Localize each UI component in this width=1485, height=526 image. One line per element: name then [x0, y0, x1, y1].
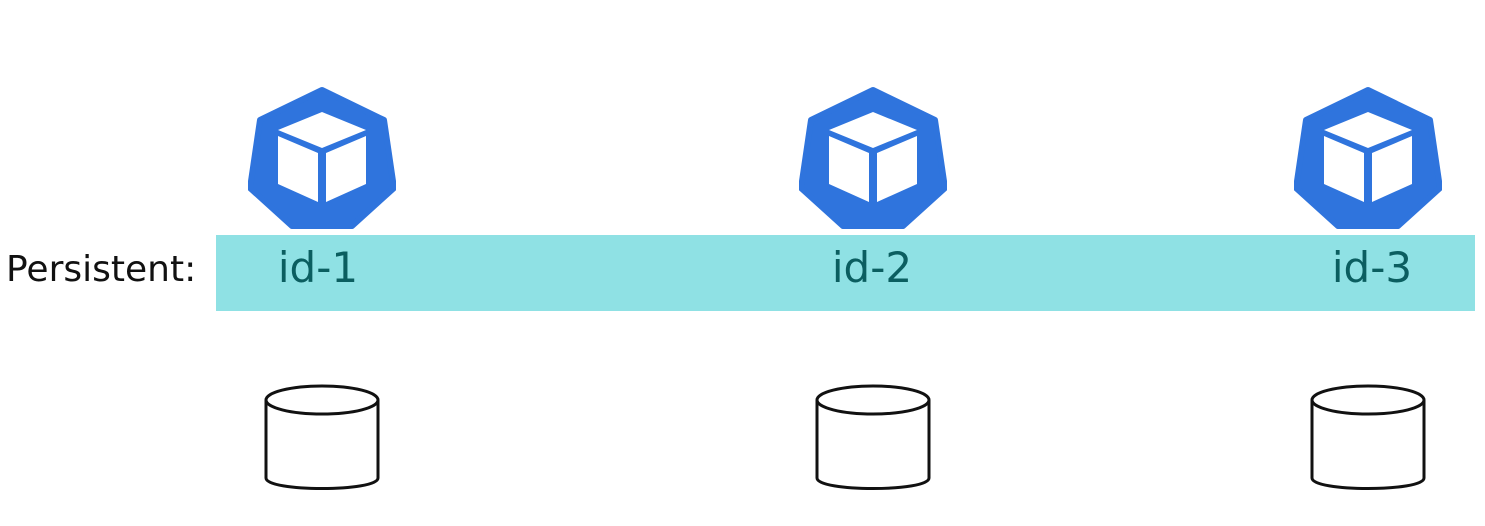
database-cylinder-icon — [1306, 380, 1430, 504]
kubernetes-pod-icon — [1294, 86, 1442, 230]
kubernetes-pod-icon — [248, 86, 396, 230]
pod-id-label-2: id-2 — [831, 243, 913, 292]
pod-id-label-1: id-1 — [277, 243, 359, 292]
persistent-label: Persistent: — [6, 249, 197, 290]
persistent-id-band — [216, 235, 1475, 311]
kubernetes-pod-icon — [799, 86, 947, 230]
database-cylinder-icon — [811, 380, 935, 504]
database-cylinder-icon — [260, 380, 384, 504]
pod-id-label-3: id-3 — [1331, 243, 1413, 292]
